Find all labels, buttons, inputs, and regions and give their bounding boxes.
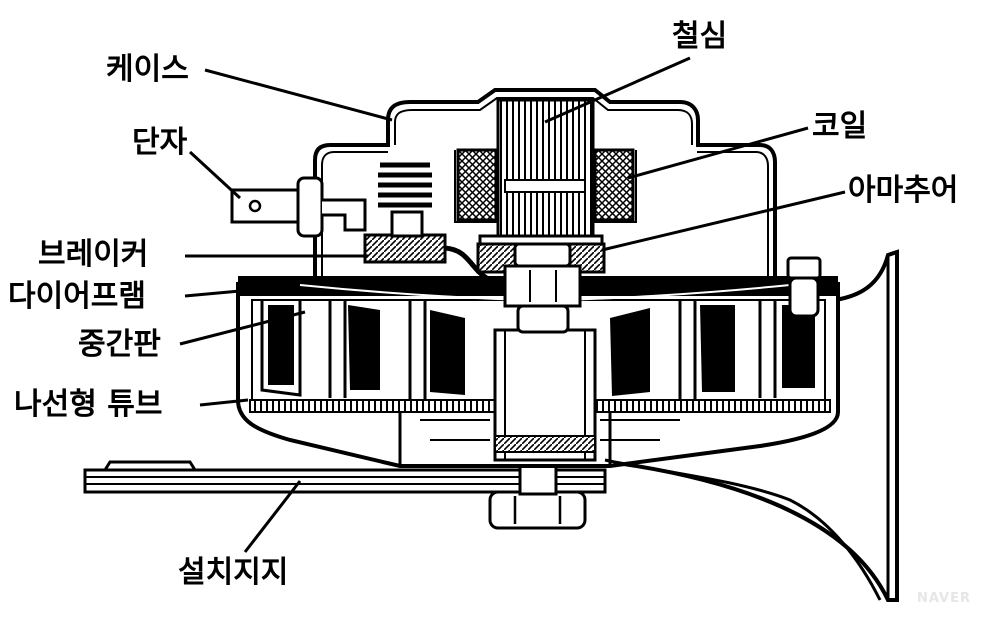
breaker bbox=[363, 162, 492, 283]
iron-core bbox=[478, 98, 604, 256]
label-middle-plate: 중간판 bbox=[78, 327, 161, 362]
side-screw bbox=[786, 256, 822, 318]
label-diaphragm: 다이어프램 bbox=[8, 279, 146, 314]
leader-coil bbox=[627, 126, 809, 180]
label-breaker: 브레이커 bbox=[38, 237, 149, 272]
leader-lines bbox=[179, 56, 846, 553]
label-terminal: 단자 bbox=[132, 125, 188, 160]
leader-diaphragm bbox=[184, 289, 241, 298]
label-coil: 코일 bbox=[812, 109, 868, 144]
leader-terminal bbox=[188, 150, 242, 200]
label-mount: 설치지지 bbox=[178, 555, 289, 590]
coil-left bbox=[456, 148, 498, 222]
leader-spiral-tube bbox=[199, 398, 249, 407]
label-armature: 아마추어 bbox=[848, 173, 959, 208]
watermark: NAVER bbox=[916, 591, 971, 606]
leader-middle-plate bbox=[179, 310, 306, 346]
leader-core bbox=[544, 56, 691, 124]
terminal bbox=[230, 176, 367, 238]
armature bbox=[476, 242, 606, 334]
leader-case bbox=[204, 68, 393, 122]
leader-armature bbox=[601, 190, 846, 252]
leader-mount bbox=[243, 480, 302, 553]
lower-housing bbox=[236, 282, 840, 468]
ground-wire bbox=[604, 458, 882, 601]
label-spiral-tube: 나선형 튜브 bbox=[14, 387, 163, 422]
mounting-bracket bbox=[83, 460, 607, 494]
label-case: 케이스 bbox=[106, 52, 189, 87]
horn-bell bbox=[609, 249, 899, 602]
coil-right bbox=[593, 148, 635, 222]
label-core: 철심 bbox=[672, 19, 728, 54]
